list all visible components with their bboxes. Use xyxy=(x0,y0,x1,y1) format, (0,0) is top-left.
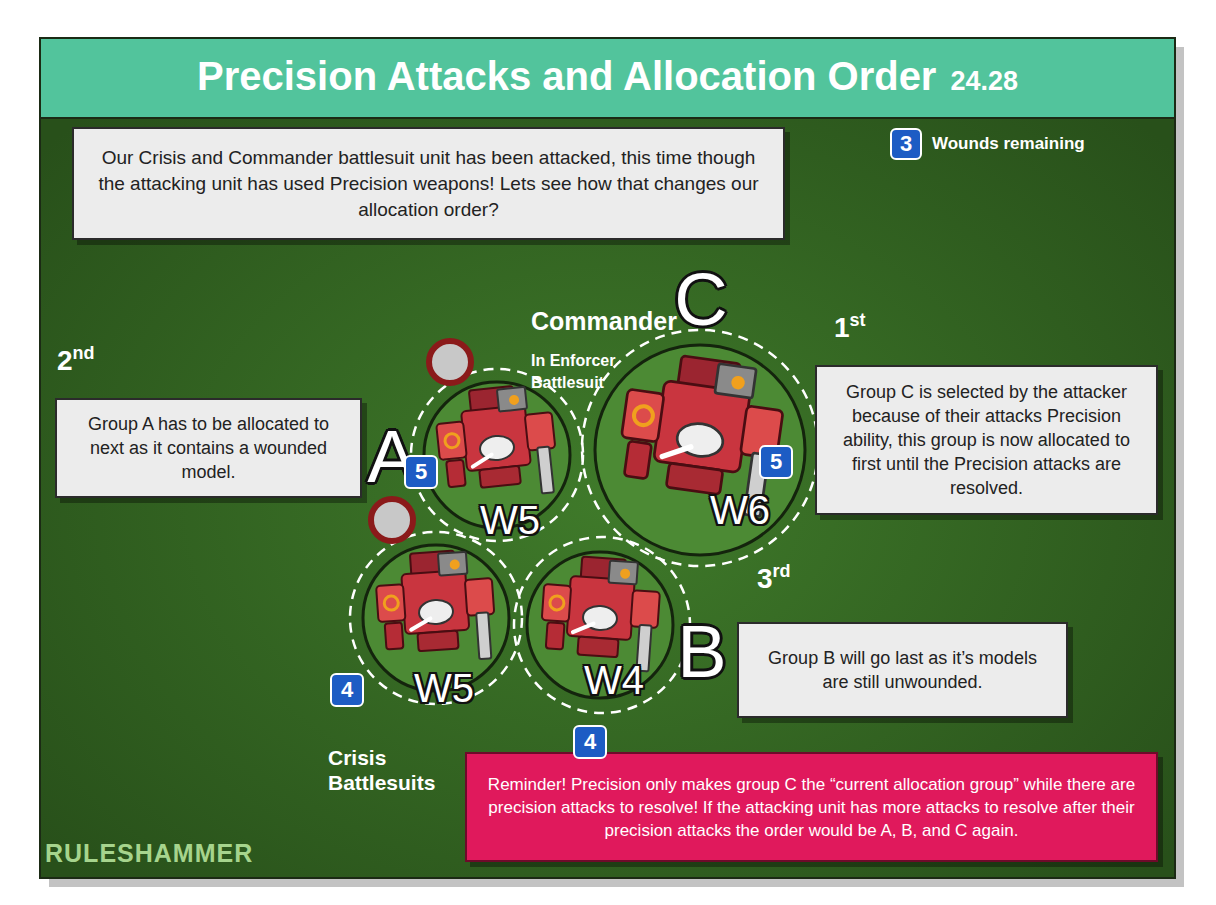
legend-text: Wounds remaining xyxy=(932,134,1085,154)
wounds-characteristic: W5 xyxy=(414,668,474,708)
ordinal-heading: 2nd xyxy=(57,344,95,378)
title-text: Precision Attacks and Allocation Order xyxy=(197,52,936,100)
group-outline xyxy=(514,537,690,713)
crisis-model xyxy=(539,554,662,672)
note-text: Group A has to be allocated to next as i… xyxy=(71,412,346,484)
group-outline xyxy=(411,369,583,541)
step-box: 3rdGroup B will go last as it’s models a… xyxy=(737,622,1068,718)
drone-token xyxy=(429,341,471,383)
note-text: Group C is selected by the attacker beca… xyxy=(831,380,1142,500)
legend-item: Wounds remaining xyxy=(890,128,1085,160)
note-text: Our Crisis and Commander battlesuit unit… xyxy=(88,145,769,223)
wounds-characteristic: W5 xyxy=(480,500,540,540)
drone-token xyxy=(371,499,413,541)
title-band xyxy=(40,38,1175,118)
reminder-box: Reminder! Precision only makes group C t… xyxy=(465,752,1158,862)
model-name: Commander xyxy=(531,306,677,336)
intro-box: Our Crisis and Commander battlesuit unit… xyxy=(72,127,785,240)
wounds-remaining: 5 xyxy=(759,445,793,479)
rule-number: 24.28 xyxy=(950,57,1018,105)
model-base xyxy=(595,345,805,555)
model-subname: In Enforcer Battlesuit xyxy=(531,350,646,394)
crisis-model xyxy=(374,548,497,666)
ordinal-heading: 3rd xyxy=(757,562,791,596)
title-row: Precision Attacks and Allocation Order 24… xyxy=(40,38,1175,118)
green-panel xyxy=(40,38,1175,878)
ordinal-heading: 1st xyxy=(834,311,866,345)
note-text: Group B will go last as it’s models are … xyxy=(753,646,1052,694)
step-box: 1stGroup C is selected by the attacker b… xyxy=(815,365,1158,515)
model-name: Crisis Battlesuits xyxy=(328,745,448,795)
legend-number: 3 xyxy=(900,131,912,157)
group-letter: C xyxy=(674,263,727,337)
wounds-characteristic: W6 xyxy=(710,490,770,530)
wounds-remaining: 4 xyxy=(330,673,364,707)
group-outline xyxy=(582,330,818,566)
wounds-remaining: 5 xyxy=(404,455,438,489)
group-letter: B xyxy=(677,615,726,689)
watermark: RULESHAMMER xyxy=(45,838,253,868)
note-text: Reminder! Precision only makes group C t… xyxy=(481,773,1142,842)
crisis-model xyxy=(433,382,560,504)
wounds-remaining: 4 xyxy=(573,725,607,759)
step-box: 2ndGroup A has to be allocated to next a… xyxy=(55,398,362,498)
wounds-characteristic: W4 xyxy=(584,660,644,700)
